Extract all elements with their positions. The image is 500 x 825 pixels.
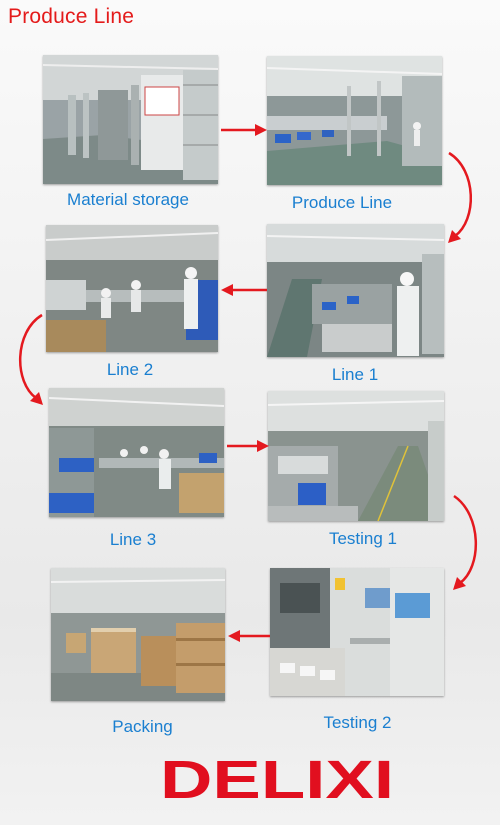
arrow-left-icon bbox=[228, 630, 270, 642]
curved-arrow-icon bbox=[18, 313, 43, 405]
page-title: Produce Line bbox=[8, 5, 135, 28]
caption-testing-1: Testing 1 bbox=[328, 529, 398, 548]
photo-produce-line bbox=[267, 56, 442, 185]
caption-line-1: Line 1 bbox=[331, 365, 379, 384]
photo-line-3 bbox=[49, 388, 224, 517]
curved-arrow-icon bbox=[453, 494, 478, 590]
caption-material-storage: Material storage bbox=[67, 190, 189, 209]
caption-line-3: Line 3 bbox=[109, 530, 157, 549]
photo-material-storage bbox=[43, 55, 218, 184]
caption-produce-line: Produce Line bbox=[291, 193, 393, 212]
delixi-logo: DELIXI bbox=[160, 750, 394, 806]
caption-line-2: Line 2 bbox=[106, 360, 154, 379]
caption-testing-2: Testing 2 bbox=[323, 713, 392, 732]
curved-arrow-icon bbox=[448, 151, 473, 243]
arrow-right-icon bbox=[221, 124, 267, 136]
logo-text: DELIXI bbox=[160, 750, 394, 806]
photo-packing bbox=[51, 568, 225, 701]
photo-line-2 bbox=[46, 225, 218, 352]
arrow-right-icon bbox=[227, 440, 269, 452]
photo-line-1 bbox=[267, 224, 444, 357]
caption-packing: Packing bbox=[112, 717, 173, 736]
arrow-left-icon bbox=[221, 284, 267, 296]
photo-testing-1 bbox=[268, 391, 444, 521]
photo-testing-2 bbox=[270, 568, 444, 696]
